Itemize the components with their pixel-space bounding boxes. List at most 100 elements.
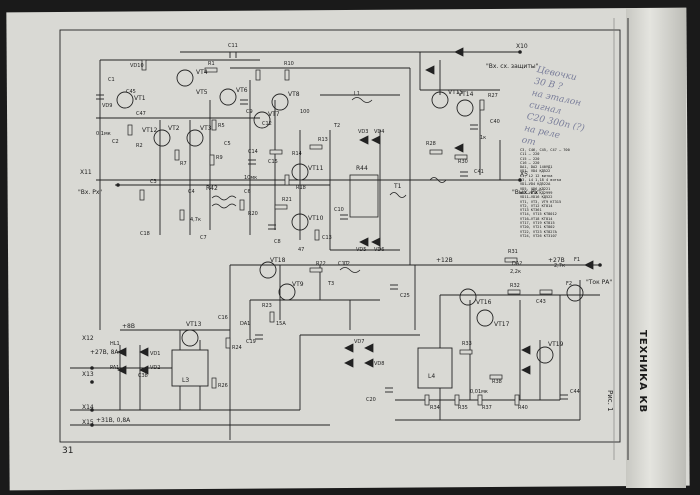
- parts-note: VD5, VD6 КД221: [520, 186, 551, 191]
- terminal-x13: Х13: [82, 371, 94, 378]
- transistor-vt8: [271, 93, 289, 111]
- component-label: VD1: [150, 351, 161, 357]
- schematic-border: [59, 29, 621, 443]
- parts-note: L3, L4 1,18 4 витка: [520, 178, 562, 183]
- component-label: VT3: [200, 125, 212, 132]
- label-plus-8v: +8В: [122, 323, 135, 330]
- label-supply-b: +31В, 0,8А: [96, 417, 131, 424]
- transistor-vt19: [536, 346, 554, 364]
- component-label: 0,1мк: [96, 131, 111, 137]
- page-curl: [626, 8, 686, 488]
- parts-note: VD1—VD4 КД522А: [520, 182, 551, 187]
- component-label: 10мк: [244, 175, 258, 181]
- component-label: R31: [508, 249, 518, 255]
- component-label: VT10: [308, 215, 324, 222]
- component-label: T2: [334, 123, 341, 129]
- figure-label: Рис. 1: [606, 390, 614, 412]
- component-label: VD4: [374, 129, 385, 135]
- transistor-vt4: [176, 69, 194, 87]
- transistor-vt6: [219, 88, 237, 106]
- terminal-protect: "Вх. сх. защиты": [486, 63, 539, 70]
- transistor-vt10: [291, 213, 309, 231]
- transistor-vt2: [153, 129, 171, 147]
- parts-note: L1, L2 12 витка: [520, 173, 553, 178]
- component-label: VT14: [458, 91, 474, 98]
- parts-note: VD1, VD4 КД522: [520, 169, 551, 174]
- component-label: C14: [248, 149, 258, 155]
- terminal-tx-out: "Вых. Рх": [512, 189, 541, 196]
- component-label: C43: [536, 299, 546, 305]
- component-label: R27: [488, 93, 498, 99]
- component-label: C20: [366, 397, 376, 403]
- component-label: 47: [298, 247, 305, 253]
- component-label: L3: [182, 377, 190, 384]
- component-label: R30: [458, 159, 468, 165]
- component-label: C6: [244, 189, 251, 195]
- component-label: C11: [228, 43, 238, 49]
- component-label: R1: [208, 61, 215, 67]
- component-label: R44: [356, 165, 368, 172]
- component-label: R22: [316, 261, 326, 267]
- component-label: R28: [426, 141, 436, 147]
- component-label: DA2: [512, 261, 523, 267]
- component-label: C47: [136, 111, 146, 117]
- transistor-vt17: [476, 309, 494, 327]
- parts-note: VT2, VT12 КТ814: [520, 203, 553, 208]
- label-supply-a: +27В, 8А: [90, 349, 119, 356]
- component-label: VT17: [494, 321, 510, 328]
- transistor-vt15: [431, 91, 449, 109]
- transistor-vt18: [259, 261, 277, 279]
- component-label: C1: [108, 77, 115, 83]
- parts-note: C16 — 220: [520, 160, 540, 165]
- parts-note: C15 — 220: [520, 156, 540, 161]
- parts-notes: C3, C46, C45, C47 — 700 C11 — 220 C15 — …: [520, 148, 630, 238]
- transistor-vt13: [181, 329, 199, 347]
- parts-note: VT16—VT18 КТ814: [520, 216, 553, 221]
- component-label: VT6: [236, 87, 248, 94]
- component-label: C15: [268, 159, 278, 165]
- component-label: R14: [292, 151, 302, 157]
- parts-note: VD7—VD10 КД2999: [520, 190, 553, 195]
- terminal-x12: Х12: [82, 335, 94, 342]
- component-label: VD3: [358, 129, 369, 135]
- component-label: F2: [566, 281, 573, 287]
- component-label: C10: [334, 207, 344, 213]
- component-label: F1: [574, 257, 581, 263]
- journal-title: ТЕХНИКА КВ: [637, 330, 648, 414]
- transistor-vt7: [253, 111, 271, 129]
- terminal-rx-in: "Вх. Рх": [78, 189, 103, 196]
- transistor-vt3: [186, 129, 204, 147]
- component-label: C18: [140, 231, 150, 237]
- component-label: R20: [248, 211, 258, 217]
- component-label: 0,01мк: [470, 389, 488, 395]
- inductor-l4: [339, 267, 361, 273]
- component-label: VT9: [292, 281, 304, 288]
- terminal-x10: Х10: [516, 43, 528, 50]
- component-label: C2: [112, 139, 119, 145]
- component-label: R2: [136, 143, 143, 149]
- component-label: VD8: [374, 361, 385, 367]
- component-label: T1: [394, 183, 402, 190]
- parts-note: VT24, VT26 КТ3107: [520, 233, 557, 238]
- component-label: VT18: [270, 257, 286, 264]
- component-label: C45: [126, 89, 136, 95]
- component-label: 15А: [276, 321, 286, 327]
- terminal-tok-pa: "Ток РА": [586, 279, 613, 286]
- parts-note: VT20, VT21 КТ802: [520, 225, 555, 230]
- transistor-vt14: [456, 99, 474, 117]
- component-label: R33: [462, 341, 472, 347]
- component-label: C9: [246, 109, 253, 115]
- component-label: VT16: [476, 299, 492, 306]
- component-label: R40: [518, 405, 528, 411]
- component-label: T3: [328, 281, 335, 287]
- component-label: C4: [188, 189, 195, 195]
- component-label: PA1: [110, 365, 120, 371]
- transformer-t3: [389, 192, 407, 198]
- component-label: C25: [400, 293, 410, 299]
- component-label: C19: [246, 339, 256, 345]
- component-label: VT15: [448, 89, 464, 96]
- parts-note: VT17, VT19 КТ815: [520, 221, 555, 226]
- component-label: VT11: [308, 165, 324, 172]
- ic-da2: [417, 347, 453, 389]
- label-plus-27v: +27В: [548, 257, 565, 264]
